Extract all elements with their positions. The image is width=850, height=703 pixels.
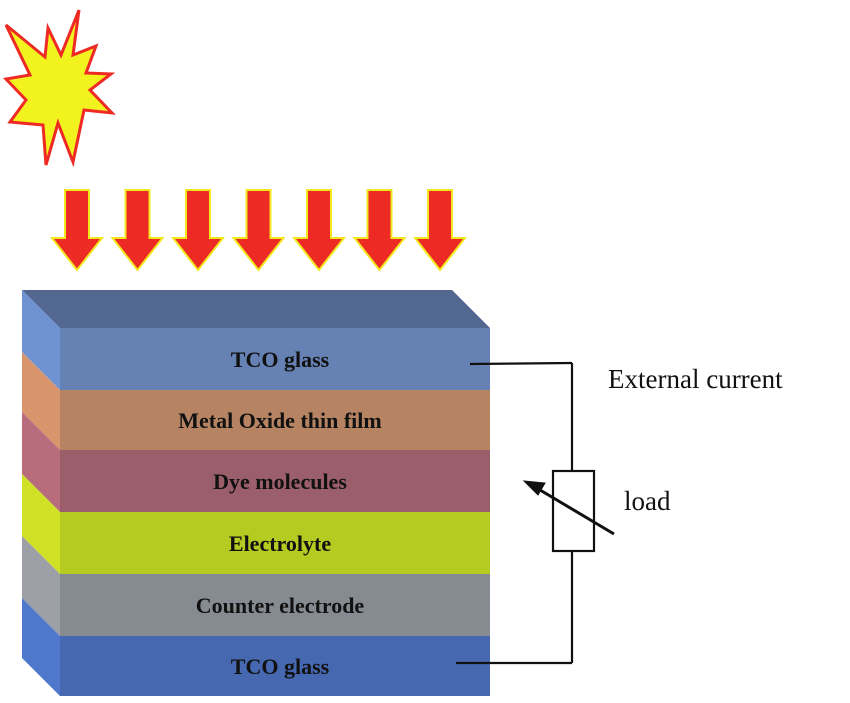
layer-front-face	[60, 390, 490, 450]
layer-front-face	[60, 512, 490, 574]
layer-tco-glass: TCO glass	[22, 290, 490, 390]
cell-top-face	[22, 290, 490, 328]
layer-label: Dye molecules	[213, 469, 347, 494]
variable-arrow-shaft	[534, 485, 615, 536]
layer-front-face	[60, 574, 490, 636]
layer-side-face	[22, 536, 60, 636]
down-arrow-icon	[231, 189, 286, 272]
layer-side-face	[22, 598, 60, 696]
layer-electrolyte: Electrolyte	[22, 474, 490, 574]
layer-side-face	[22, 412, 60, 512]
layer-label: TCO glass	[231, 347, 330, 372]
layer-label: TCO glass	[231, 654, 330, 679]
layer-side-face	[22, 290, 60, 390]
down-arrow-icon	[110, 189, 165, 272]
layer-counter-electrode: Counter electrode	[22, 536, 490, 636]
down-arrow-icon	[170, 189, 226, 272]
layer-front-face	[60, 450, 490, 512]
layer-label: Metal Oxide thin film	[178, 408, 381, 433]
layer-side-face	[22, 474, 60, 574]
down-arrow-icon	[352, 189, 407, 272]
down-arrow-icon	[412, 189, 468, 272]
layer-tco-glass: TCO glass	[22, 598, 490, 696]
top-wire	[469, 361, 573, 366]
layer-front-face	[60, 636, 490, 696]
external-current-label: External current	[608, 364, 783, 394]
layer-label: Counter electrode	[196, 593, 365, 618]
down-arrow-icon	[49, 189, 105, 272]
layer-front-face	[60, 328, 490, 390]
layer-label: Electrolyte	[229, 531, 331, 556]
layer-dye-molecules: Dye molecules	[22, 412, 490, 512]
layer-metal-oxide-thin-film: Metal Oxide thin film	[22, 352, 490, 450]
external-circuit	[456, 361, 615, 665]
down-arrow-icon	[291, 189, 347, 272]
sun-icon	[2, 9, 116, 168]
variable-arrow-head-icon	[522, 480, 546, 496]
load-label: load	[624, 486, 671, 516]
layer-side-face	[22, 352, 60, 450]
light-rays	[49, 189, 468, 272]
load-resistor	[551, 469, 596, 553]
